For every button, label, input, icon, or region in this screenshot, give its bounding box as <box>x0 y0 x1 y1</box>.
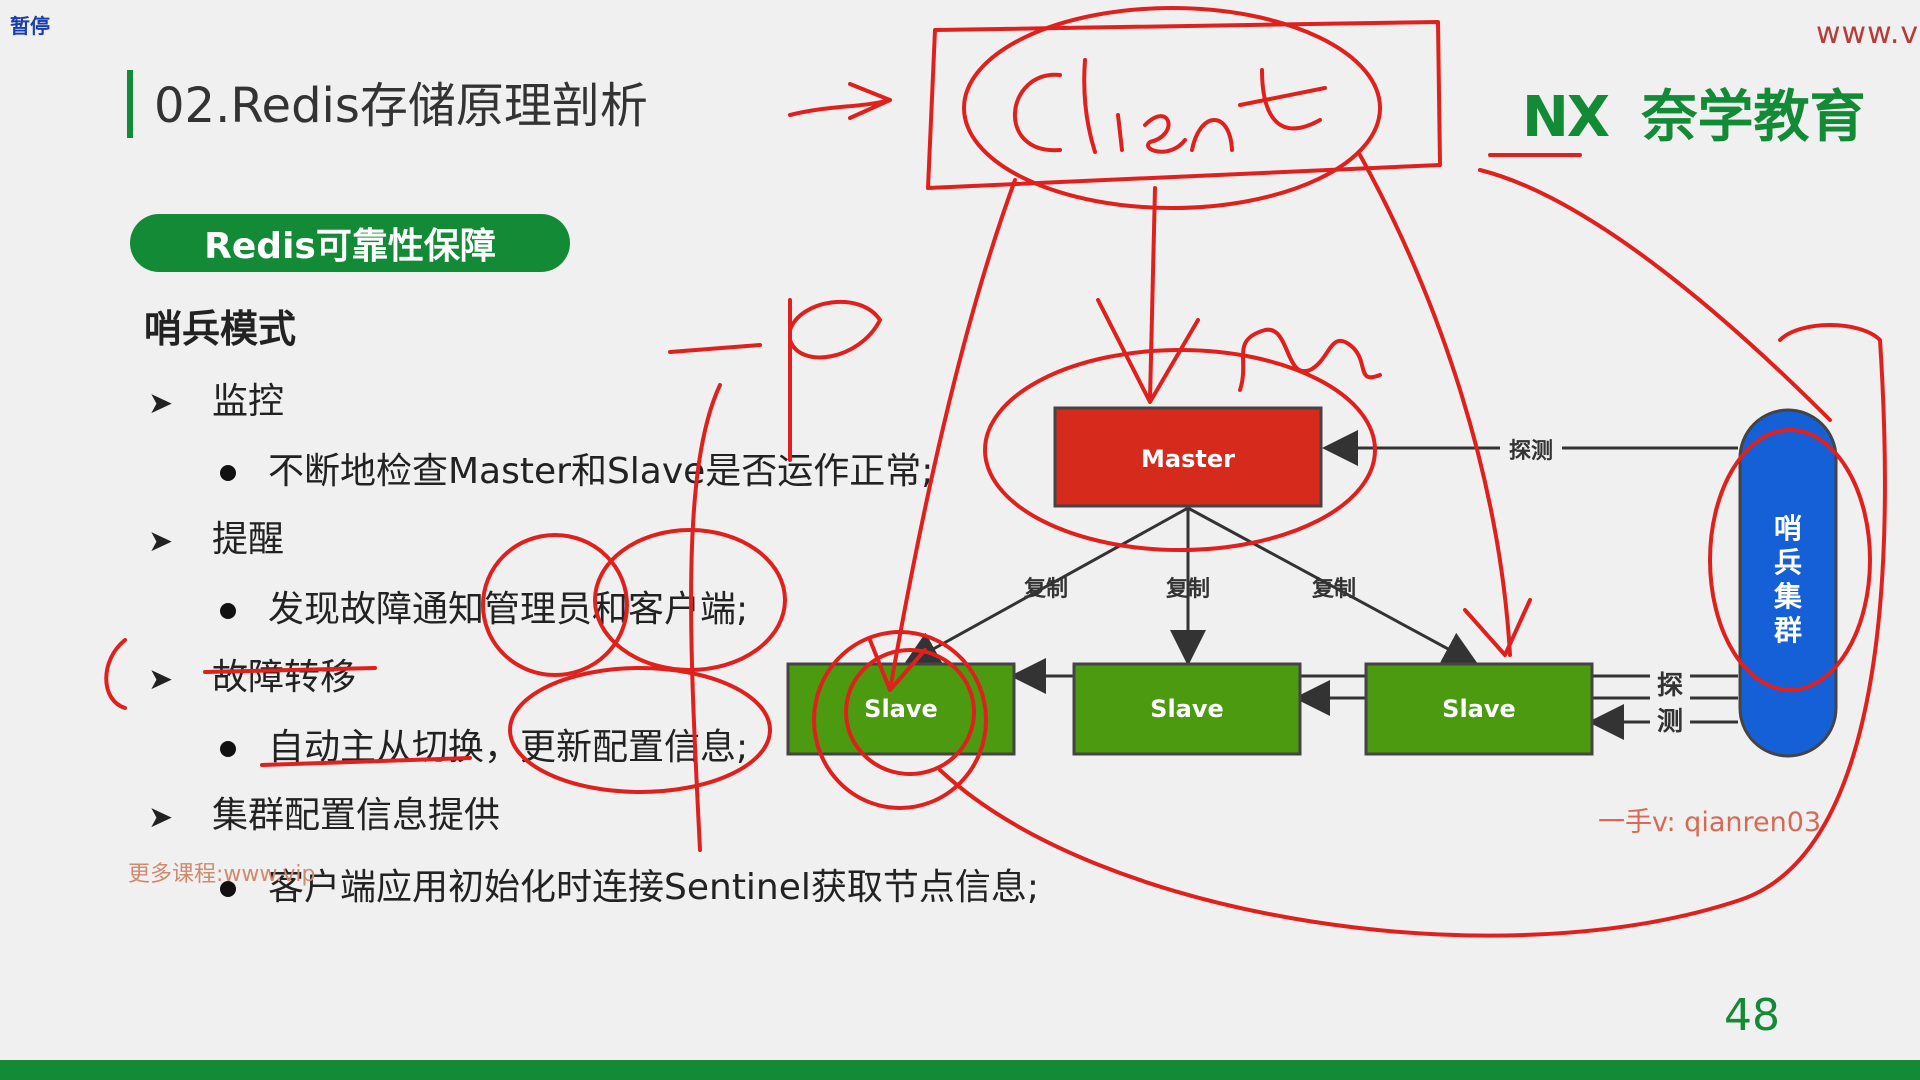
list-item-failover: ➤ 故障转移 <box>148 648 356 700</box>
dot-bullet-icon <box>220 465 236 481</box>
item-label: 监控 <box>212 381 285 422</box>
list-item-notify: ➤ 提醒 <box>148 510 284 562</box>
slave-label: Slave <box>1150 695 1224 723</box>
brand-mark: NX <box>1522 85 1610 150</box>
mode-heading: 哨兵模式 <box>144 307 297 351</box>
section-pill: Redis可靠性保障 <box>130 214 570 272</box>
sentinel-char: 哨 <box>1774 512 1802 545</box>
list-item-monitor: ➤ 监控 <box>148 372 284 424</box>
replicate-label: 复制 <box>1023 576 1068 602</box>
slave-label: Slave <box>1442 695 1516 723</box>
slave-label: Slave <box>864 695 938 723</box>
list-subitem: 不断地检查Master和Slave是否运作正常; <box>220 442 933 494</box>
dot-bullet-icon <box>220 603 236 619</box>
sentinel-char: 群 <box>1774 614 1802 647</box>
replicate-label: 复制 <box>1311 576 1356 602</box>
list-item-config: ➤ 集群配置信息提供 <box>148 786 500 838</box>
arrow-bullet-icon: ➤ <box>148 524 174 559</box>
arrow-bullet-icon: ➤ <box>148 800 174 835</box>
list-subitem: 客户端应用初始化时连接Sentinel获取节点信息; <box>220 858 1039 910</box>
page-number: 48 <box>1724 990 1780 1041</box>
arrow-bullet-icon: ➤ <box>148 662 174 697</box>
item-label: 故障转移 <box>212 657 357 698</box>
item-detail: 客户端应用初始化时连接Sentinel获取节点信息; <box>268 867 1040 908</box>
item-label: 提醒 <box>212 519 285 560</box>
brand-name: 奈学教育 <box>1641 85 1866 150</box>
replicate-label: 复制 <box>1165 576 1210 602</box>
sentinel-char: 兵 <box>1774 546 1802 579</box>
arrow-bullet-icon: ➤ <box>148 386 174 421</box>
pause-indicator[interactable]: 暂停 <box>10 14 50 38</box>
probe-label: 探测 <box>1509 438 1553 464</box>
probe-label-vertical: 测 <box>1657 707 1683 737</box>
dot-bullet-icon <box>220 881 236 897</box>
url-watermark: www.vi <box>1816 16 1920 51</box>
course-watermark: 更多课程:www.vip <box>128 862 316 887</box>
slide-title: 02.Redis存储原理剖析 <box>154 78 648 134</box>
brand-logo: NX 奈学教育 <box>1522 72 1866 153</box>
master-label: Master <box>1141 445 1235 473</box>
sentinel-char: 集 <box>1773 580 1802 613</box>
probe-label-vertical: 探 <box>1657 671 1683 701</box>
dot-bullet-icon <box>220 741 236 757</box>
title-accent-bar <box>127 70 133 138</box>
item-label: 集群配置信息提供 <box>212 795 501 836</box>
footer-bar <box>0 1060 1920 1080</box>
